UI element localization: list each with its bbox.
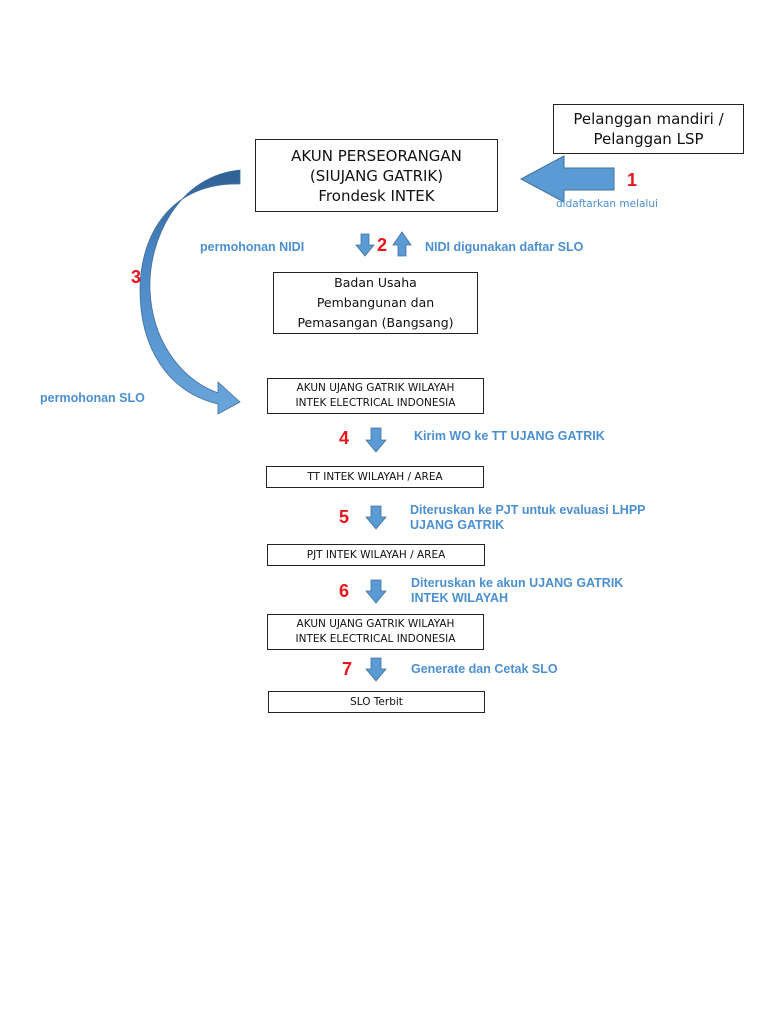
akun-perseorangan-line-2: (SIUJANG GATRIK) <box>309 166 444 185</box>
akun-perseorangan-line-3: Frondesk INTEK <box>318 186 435 205</box>
arrow-down-icon <box>365 427 387 453</box>
akun-wilayah-box-2: AKUN UJANG GATRIK WILAYAH INTEK ELECTRIC… <box>267 614 484 650</box>
pelanggan-line-2: Pelanggan LSP <box>593 130 704 148</box>
badan-usaha-box: Badan Usaha Pembangunan dan Pemasangan (… <box>273 272 478 334</box>
pelanggan-line-1: Pelanggan mandiri / <box>573 110 724 128</box>
step-3-number: 3 <box>131 267 142 287</box>
akun-wilayah-2-line-1: AKUN UJANG GATRIK WILAYAH <box>296 618 455 630</box>
arrow-down-icon <box>365 657 387 682</box>
tt-intek-label: TT INTEK WILAYAH / AREA <box>307 470 443 483</box>
step-7-number: 7 <box>342 659 353 679</box>
diteruskan-pjt-line-1: Diteruskan ke PJT untuk evaluasi LHPP <box>410 503 646 517</box>
step-2-number: 2 <box>377 235 388 255</box>
badan-usaha-line-1: Badan Usaha <box>334 275 417 290</box>
akun-wilayah-1-line-2: INTEK ELECTRICAL INDONESIA <box>295 397 456 409</box>
step-1-number: 1 <box>627 170 638 190</box>
didaftarkan-label: didaftarkan melalui <box>556 198 658 210</box>
arrow-left-icon <box>519 155 615 203</box>
diteruskan-pjt-line-2: UJANG GATRIK <box>410 518 505 532</box>
arrow-down-icon <box>365 505 387 530</box>
curved-arrow-icon <box>139 169 241 415</box>
step-5-number: 5 <box>339 507 350 527</box>
diteruskan-akun-line-1: Diteruskan ke akun UJANG GATRIK <box>411 576 624 590</box>
nidi-digunakan-label: NIDI digunakan daftar SLO <box>425 240 584 254</box>
akun-perseorangan-box: AKUN PERSEORANGAN (SIUJANG GATRIK) Frond… <box>255 139 498 212</box>
badan-usaha-line-3: Pemasangan (Bangsang) <box>297 315 454 330</box>
generate-label: Generate dan Cetak SLO <box>411 662 558 676</box>
pjt-intek-label: PJT INTEK WILAYAH / AREA <box>306 548 446 561</box>
slo-terbit-box: SLO Terbit <box>268 691 485 713</box>
diteruskan-akun-label: Diteruskan ke akun UJANG GATRIK INTEK WI… <box>411 576 623 606</box>
akun-wilayah-2-line-2: INTEK ELECTRICAL INDONESIA <box>295 633 456 645</box>
akun-wilayah-box-1: AKUN UJANG GATRIK WILAYAH INTEK ELECTRIC… <box>267 378 484 414</box>
akun-wilayah-1-line-1: AKUN UJANG GATRIK WILAYAH <box>296 382 455 394</box>
pjt-intek-box: PJT INTEK WILAYAH / AREA <box>267 544 485 566</box>
diteruskan-pjt-label: Diteruskan ke PJT untuk evaluasi LHPP UJ… <box>410 503 646 533</box>
arrow-down-icon <box>365 579 387 604</box>
kirim-wo-label: Kirim WO ke TT UJANG GATRIK <box>414 429 605 443</box>
step-4-number: 4 <box>339 428 350 448</box>
pelanggan-box: Pelanggan mandiri / Pelanggan LSP <box>553 104 744 154</box>
arrow-down-icon <box>355 233 375 257</box>
diteruskan-akun-line-2: INTEK WILAYAH <box>411 591 509 605</box>
tt-intek-box: TT INTEK WILAYAH / AREA <box>266 466 484 488</box>
akun-perseorangan-line-1: AKUN PERSEORANGAN <box>291 146 462 165</box>
slo-terbit-label: SLO Terbit <box>350 695 403 708</box>
permohonan-nidi-label: permohonan NIDI <box>200 240 305 254</box>
permohonan-slo-label: permohonan SLO <box>40 391 145 405</box>
step-6-number: 6 <box>339 581 350 601</box>
arrow-up-icon <box>392 231 412 257</box>
badan-usaha-line-2: Pembangunan dan <box>316 295 435 310</box>
